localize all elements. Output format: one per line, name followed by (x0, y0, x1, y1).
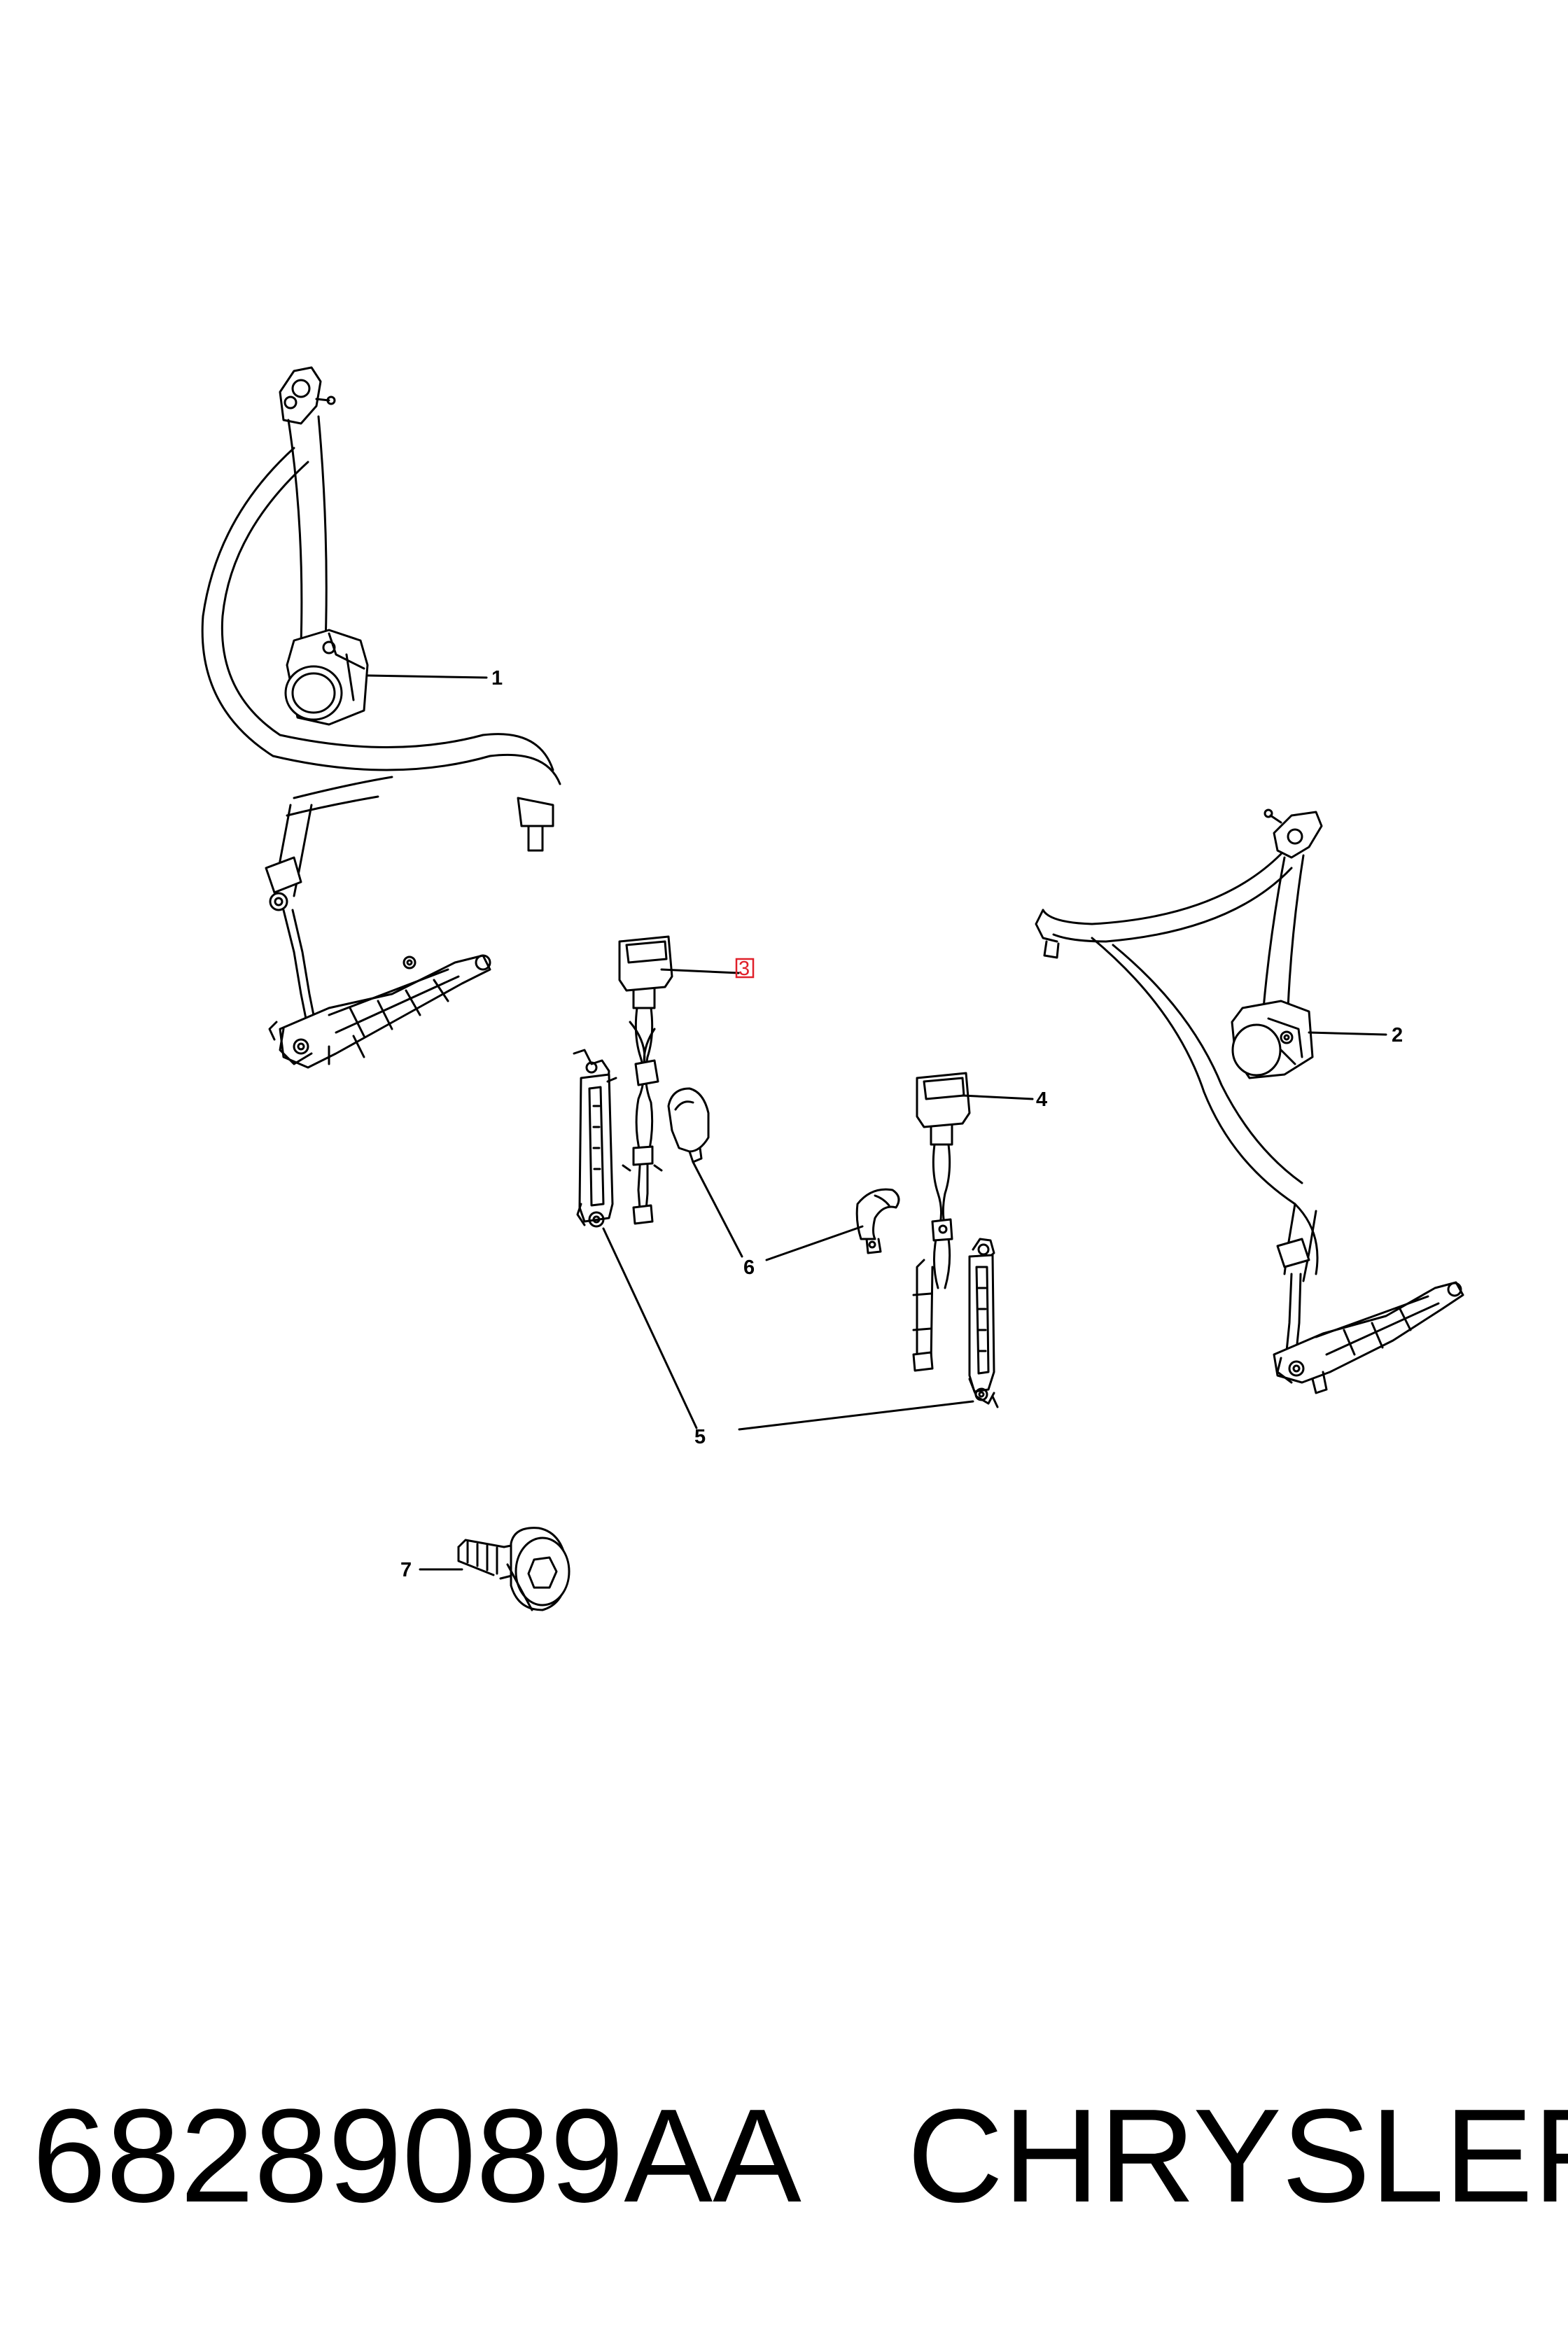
buckle-clip (855, 1188, 900, 1254)
right-seat-belt-assembly (1035, 808, 1464, 1394)
callout-1: 1 (491, 667, 503, 690)
buckle-right (912, 1072, 971, 1372)
buckle-cover (667, 1087, 710, 1163)
buckle-left (618, 935, 673, 1225)
leader-lines (366, 674, 1387, 1571)
callout-highlight-box (735, 958, 755, 979)
bolt (457, 1527, 570, 1611)
part-number: 68289089AA (32, 2082, 802, 2230)
callout-3: 3 (738, 958, 750, 980)
left-seat-belt-assembly (201, 366, 561, 1069)
callout-2: 2 (1392, 1024, 1403, 1046)
brand-name: CHRYSLER (907, 2082, 1568, 2230)
callout-7: 7 (400, 1559, 412, 1581)
callout-4: 4 (1036, 1088, 1047, 1111)
callout-6: 6 (743, 1256, 755, 1279)
callout-5: 5 (694, 1426, 706, 1448)
anchor-rail-left (573, 1049, 617, 1228)
anchor-rail-right (968, 1238, 999, 1408)
